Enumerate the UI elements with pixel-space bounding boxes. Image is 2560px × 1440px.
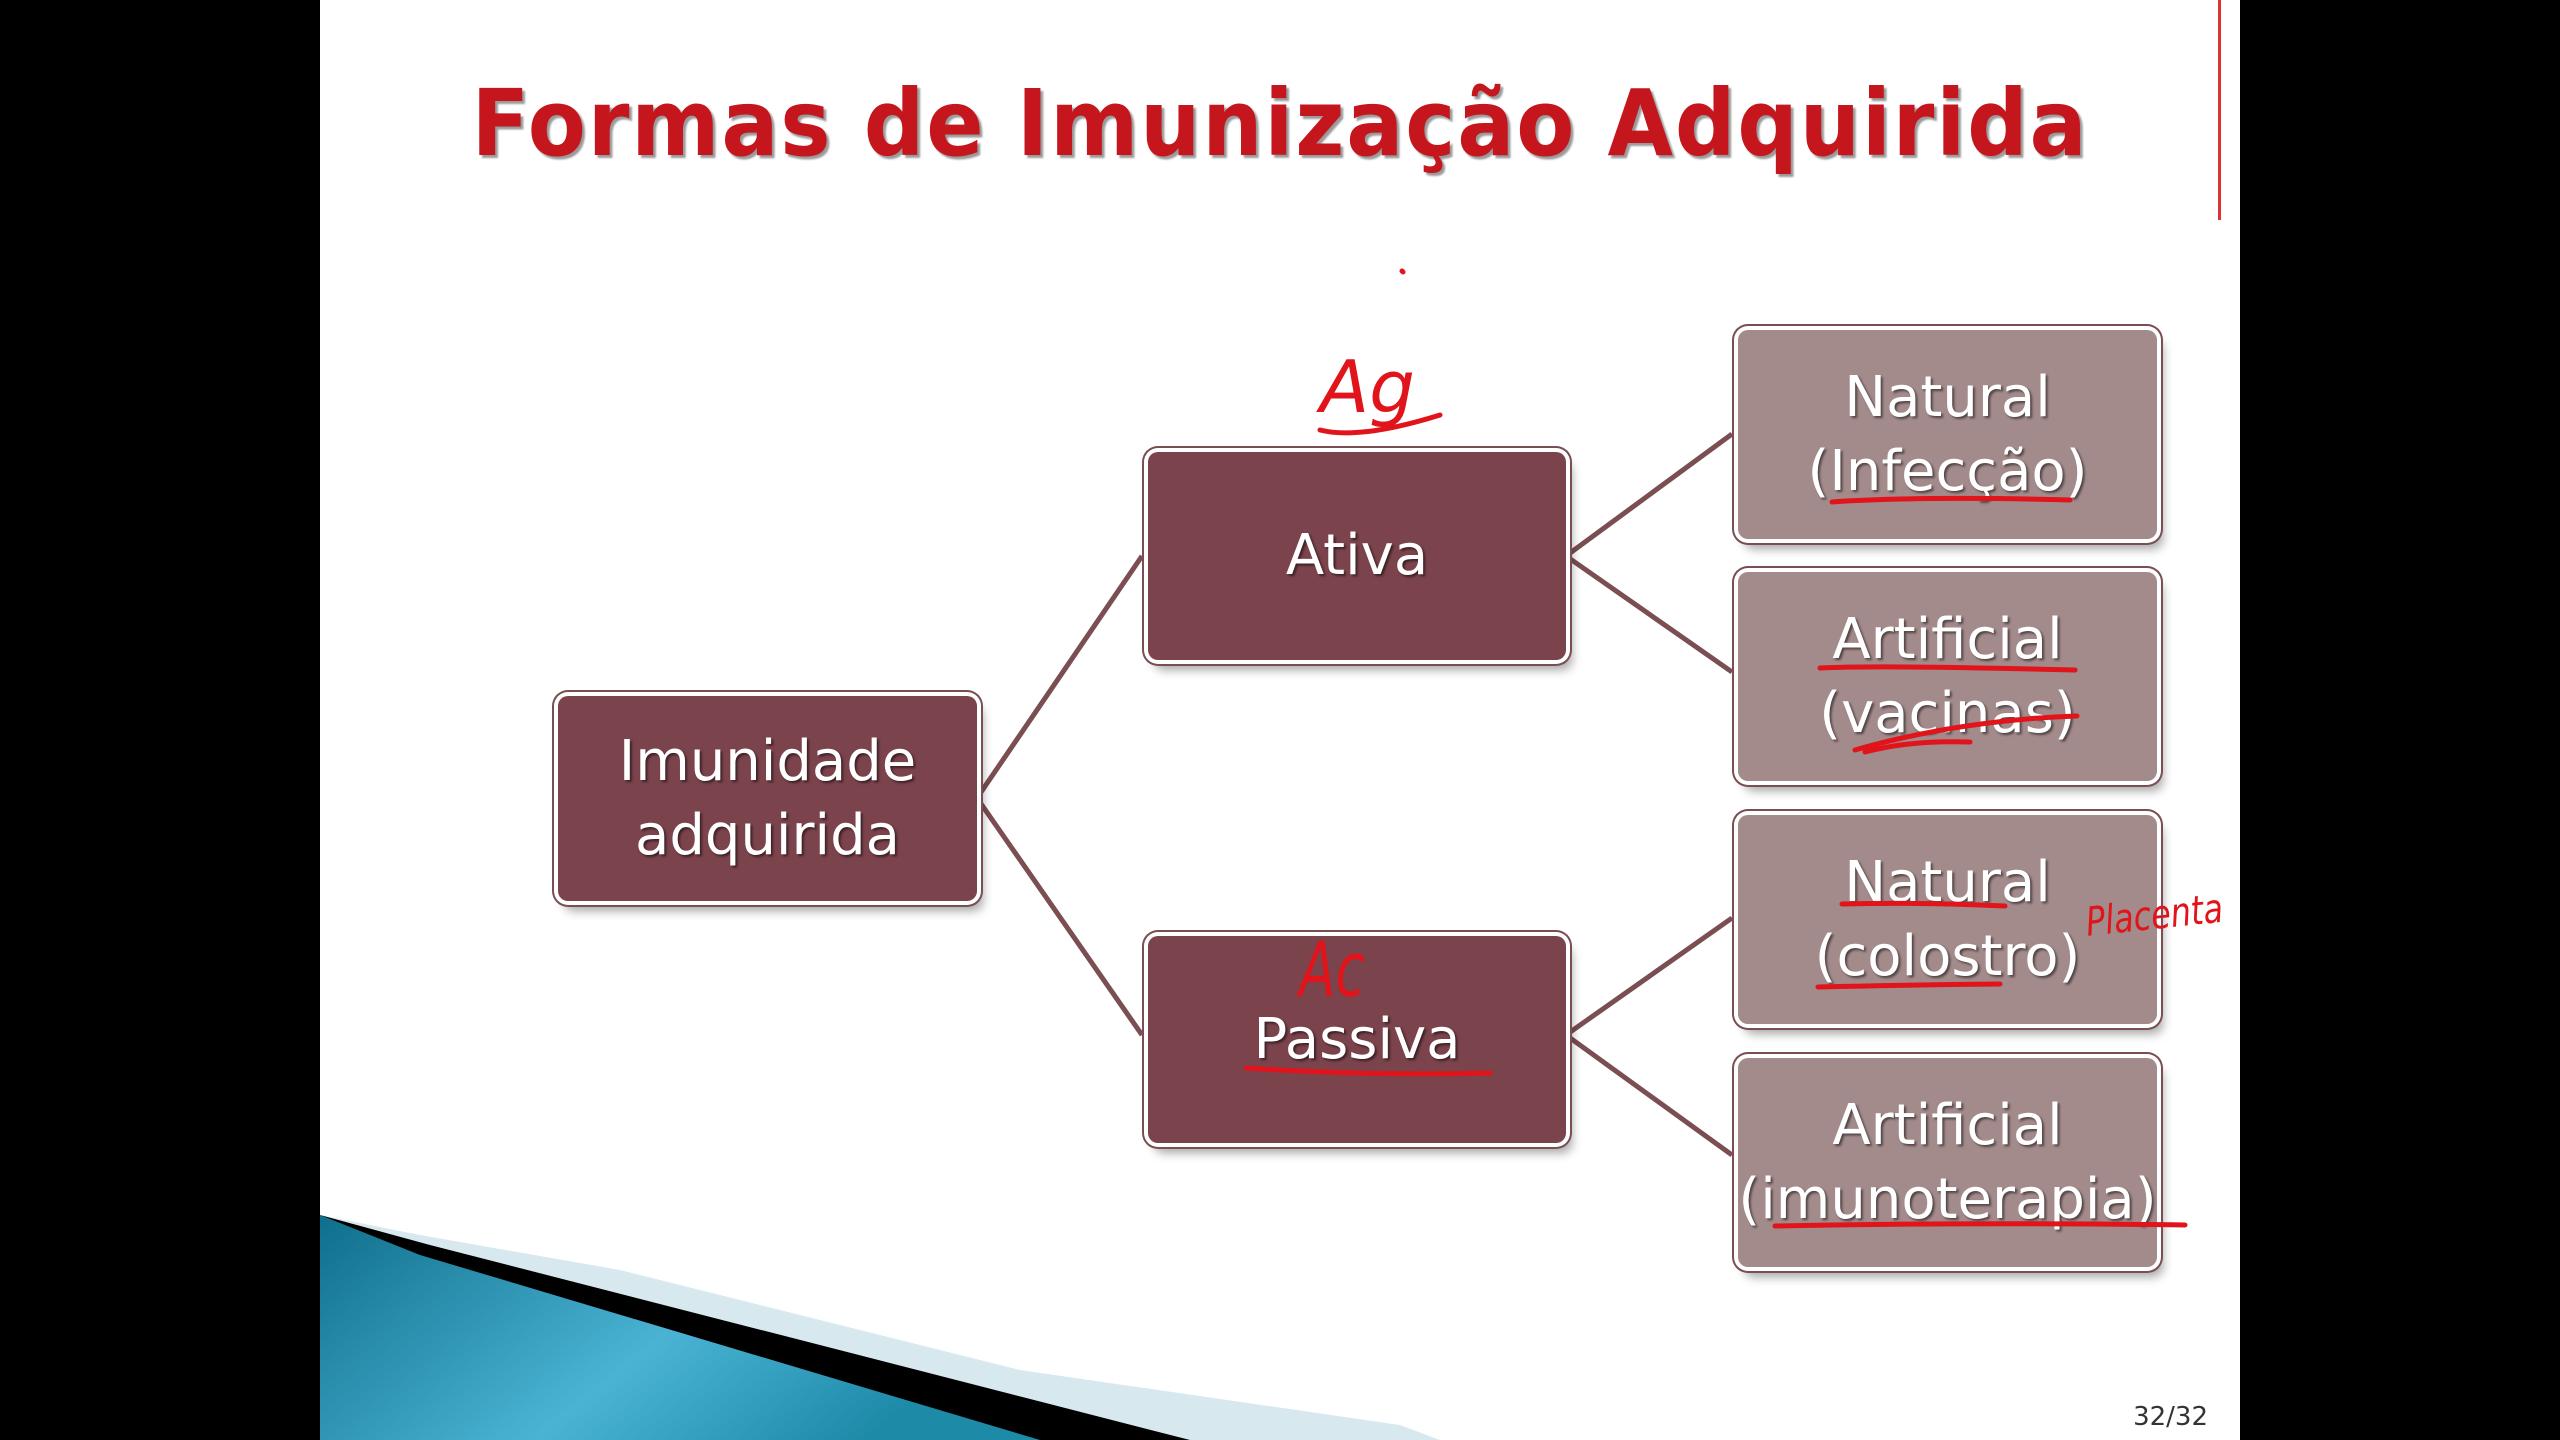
connector-passiva-natural xyxy=(1564,915,1734,1038)
node-line: Artificial xyxy=(1832,1092,2063,1158)
slide: Formas de Imunização Adquirida Imunidade… xyxy=(320,0,2240,1440)
node-line: (vacinas) xyxy=(1819,680,2076,746)
node-line: (colostro) xyxy=(1814,923,2081,989)
node-passiva: Passiva xyxy=(1148,936,1566,1143)
node-line: Artificial xyxy=(1832,606,2063,672)
node-artificial-vacinas: Artificial (vacinas) xyxy=(1738,572,2157,781)
decorative-wedge xyxy=(320,1215,1440,1440)
node-artificial-imunoterapia: Artificial (imunoterapia) xyxy=(1738,1058,2157,1267)
node-natural-infeccao: Natural (Infecção) xyxy=(1738,330,2157,539)
ink-note-ac: Ac xyxy=(1299,925,1365,1014)
node-line: adquirida xyxy=(635,802,900,868)
node-imunidade-adquirida: Imunidade adquirida xyxy=(558,696,977,901)
node-natural-colostro: Natural (colostro) xyxy=(1738,815,2157,1024)
margin-rule xyxy=(2218,0,2221,220)
page-number: 32/32 xyxy=(2133,1402,2208,1432)
connector-ativa-natural xyxy=(1564,431,1734,559)
slide-title: Formas de Imunização Adquirida xyxy=(471,70,2089,177)
node-line: (imunoterapia) xyxy=(1738,1166,2157,1232)
connector-lines xyxy=(974,431,1734,1158)
connector-root-passiva xyxy=(974,796,1145,1037)
node-line: Natural xyxy=(1844,364,2051,430)
ink-note-ag: Ag xyxy=(1320,345,1415,429)
node-line: Imunidade xyxy=(618,728,917,794)
connector-ativa-artificial xyxy=(1564,553,1734,675)
node-label: Passiva xyxy=(1253,1006,1461,1072)
node-ativa: Ativa xyxy=(1148,452,1566,660)
node-line: (Infecção) xyxy=(1807,438,2088,504)
connector-passiva-artificial xyxy=(1564,1032,1734,1158)
node-line: Natural xyxy=(1844,849,2051,915)
connector-root-ativa xyxy=(974,554,1145,800)
node-label: Ativa xyxy=(1285,523,1429,588)
